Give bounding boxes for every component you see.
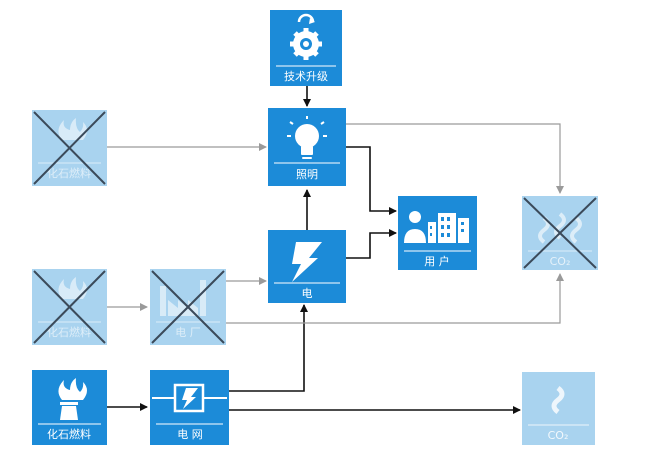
co2-bottom-label: CO₂ [548, 429, 569, 442]
users-label: 用 户 [424, 254, 450, 268]
arrow-lighting-to-users [346, 146, 397, 215]
fossil-fuel-bottom-label: 化石燃料 [47, 427, 91, 441]
smoke-icon [551, 386, 565, 414]
node-co2-top: CO₂ [522, 196, 598, 270]
arrow-lighting-to-co2 [346, 123, 564, 194]
fossil-fuel-mid-label: 化石燃料 [47, 325, 91, 339]
cross-line [523, 197, 597, 269]
tech-upgrade-label: 技术升级 [284, 70, 328, 83]
gear-upgrade-icon [290, 13, 322, 60]
node-users: 用 户 [398, 196, 477, 270]
lightning-icon [292, 242, 322, 282]
node-fossil-fuel-bottom: 化石燃料 [32, 370, 107, 445]
grid-lightning-icon [152, 383, 227, 413]
arrow-grid-to-electricity [229, 304, 308, 392]
arrow-electricity-to-users [346, 229, 397, 259]
fossil-fuel-top-label: 化石燃料 [47, 166, 91, 180]
node-tech-upgrade: 技术升级 [270, 10, 342, 86]
node-fossil-fuel-mid: 化石燃料 [32, 269, 107, 345]
grid-label: 电 网 [177, 428, 203, 441]
electricity-label: 电 [302, 287, 313, 300]
arrow-plant-to-co2 [226, 273, 564, 324]
power-plant-label: 电 厂 [175, 326, 201, 339]
cross-line [151, 270, 225, 344]
person-buildings-icon [404, 211, 469, 243]
node-power-plant: 电 厂 [150, 269, 226, 345]
node-electricity: 电 [268, 230, 346, 303]
lighting-label: 照明 [296, 168, 318, 181]
node-co2-bottom: CO₂ [522, 372, 595, 445]
co2-top-label: CO₂ [550, 255, 571, 268]
flame-icon [58, 378, 87, 420]
lightbulb-icon [287, 116, 327, 159]
node-fossil-fuel-top: 化石燃料 [32, 110, 107, 186]
cross-line [33, 111, 106, 185]
flame-icon [58, 277, 87, 299]
cross-line [33, 270, 106, 344]
connectors [107, 86, 564, 414]
node-lighting: 照明 [268, 108, 346, 186]
flame-icon [58, 118, 87, 140]
node-grid: 电 网 [150, 370, 229, 445]
